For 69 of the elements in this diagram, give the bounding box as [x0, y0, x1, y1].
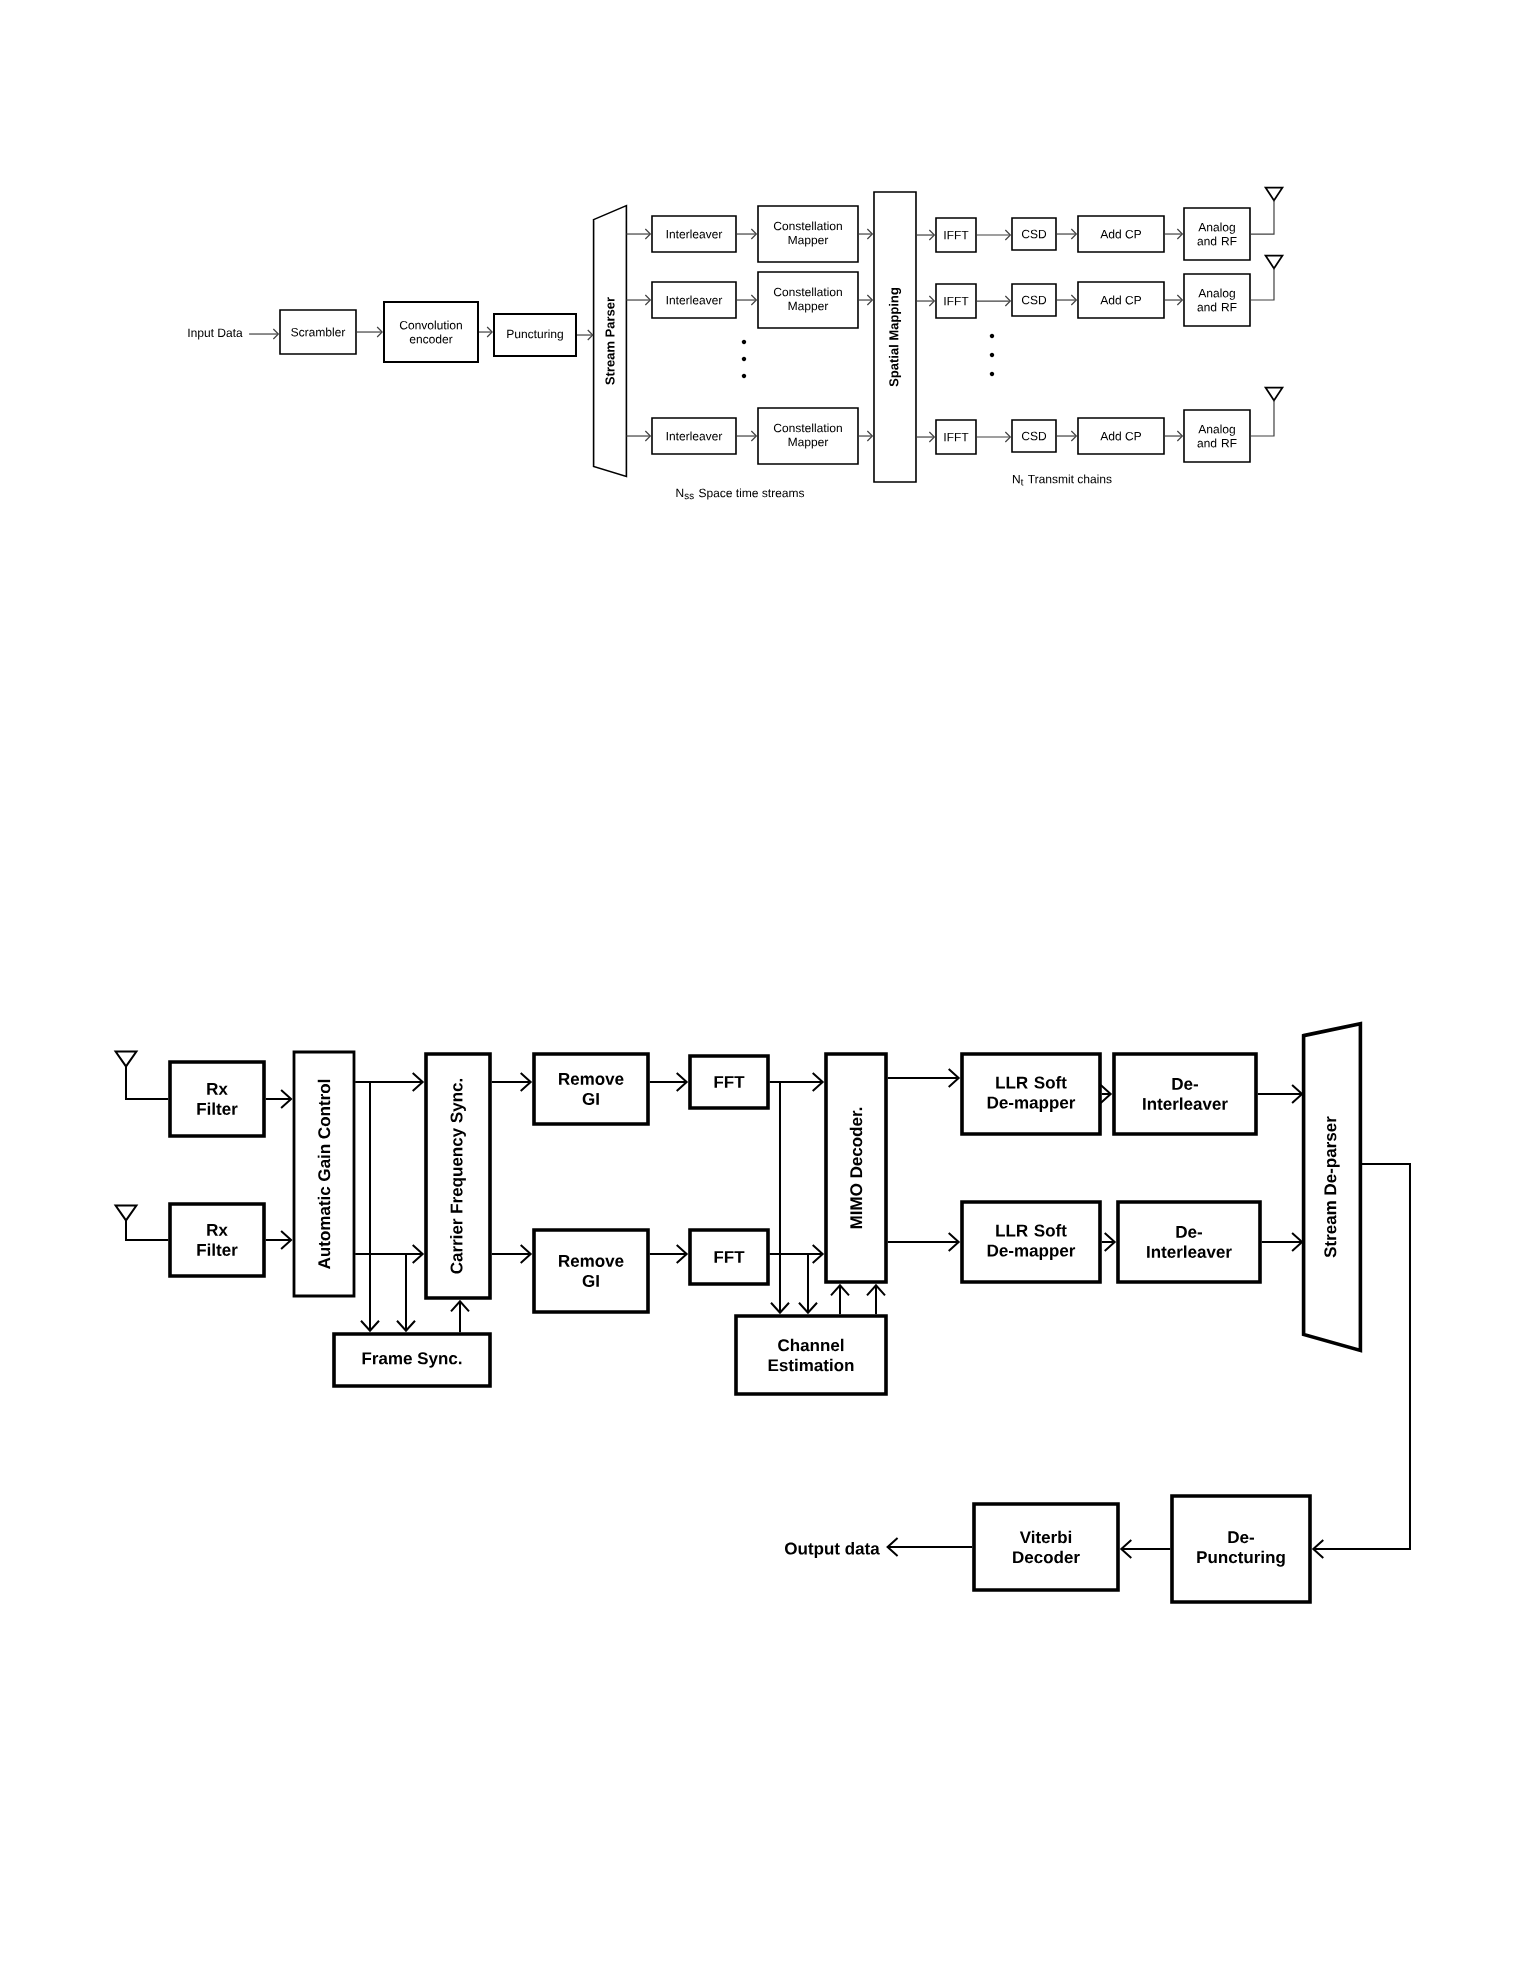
process-box: De- Interleaver: [1112, 1052, 1258, 1136]
arrow: [736, 430, 758, 442]
arrow: [264, 1089, 293, 1109]
arrow: [625, 430, 652, 442]
arrow: [1119, 1539, 1172, 1559]
arrow: [916, 431, 936, 443]
arrow: [830, 1283, 850, 1316]
process-box: Viterbi Decoder: [972, 1502, 1120, 1592]
process-box: LLR Soft De-mapper: [960, 1052, 1102, 1136]
arrow: [625, 294, 652, 306]
arrow: [736, 294, 758, 306]
arrow: [648, 1244, 689, 1264]
arrow: [976, 431, 1012, 443]
arrow: [625, 228, 652, 240]
trapezoid-box: Stream De-parser: [1301, 1021, 1363, 1353]
connector-line: [125, 1219, 170, 1241]
process-box: Frame Sync.: [332, 1332, 492, 1388]
process-box: Automatic Gain Control: [292, 1050, 356, 1298]
arrow: [976, 229, 1012, 241]
arrow: [648, 1072, 689, 1092]
arrow: [354, 1253, 416, 1333]
arrow: [1056, 228, 1078, 240]
arrow: [490, 1072, 533, 1092]
arrow: [264, 1230, 293, 1250]
arrow: [858, 228, 874, 240]
arrow: [886, 1232, 961, 1252]
connector-line: [125, 1065, 170, 1100]
arrow: [858, 430, 874, 442]
process-box: Rx Filter: [168, 1060, 266, 1138]
arrow: [450, 1299, 470, 1334]
arrow: [916, 229, 936, 241]
process-box: De- Interleaver: [1116, 1200, 1262, 1284]
text-label: Output data: [785, 1542, 880, 1558]
process-box: MIMO Decoder.: [824, 1052, 888, 1284]
process-box: FFT: [688, 1228, 770, 1286]
process-box: Carrier Frequency Sync.: [424, 1052, 492, 1300]
connector-line: [1250, 399, 1275, 437]
arrow: [768, 1081, 790, 1315]
process-box: Remove GI: [532, 1228, 650, 1314]
arrow: [768, 1253, 818, 1315]
arrow: [1056, 430, 1078, 442]
arrow: [248, 328, 280, 340]
arrow: [1260, 1232, 1304, 1252]
arrow: [886, 1537, 974, 1557]
arrow: [976, 295, 1012, 307]
process-box: De- Puncturing: [1170, 1494, 1312, 1604]
arrow: [1164, 228, 1184, 240]
arrow: [858, 294, 874, 306]
arrow: [356, 326, 383, 338]
process-box: Rx Filter: [168, 1202, 266, 1278]
arrow: [490, 1244, 533, 1264]
arrow: [736, 228, 758, 240]
process-box: Remove GI: [532, 1052, 650, 1126]
arrow: [1056, 294, 1078, 306]
arrow: [354, 1081, 380, 1333]
connector-line: [1250, 199, 1275, 235]
arrow: [478, 326, 493, 338]
arrow: [1164, 294, 1184, 306]
process-box: FFT: [688, 1054, 770, 1110]
arrow: [866, 1283, 886, 1316]
arrow: [576, 329, 594, 341]
arrow: [1311, 1163, 1411, 1559]
arrow: [886, 1068, 961, 1088]
connector-line: [1250, 267, 1275, 301]
arrow: [1164, 430, 1184, 442]
process-box: LLR Soft De-mapper: [960, 1200, 1102, 1284]
process-box: Channel Estimation: [734, 1314, 888, 1396]
arrow: [1256, 1084, 1304, 1104]
arrow: [916, 295, 936, 307]
